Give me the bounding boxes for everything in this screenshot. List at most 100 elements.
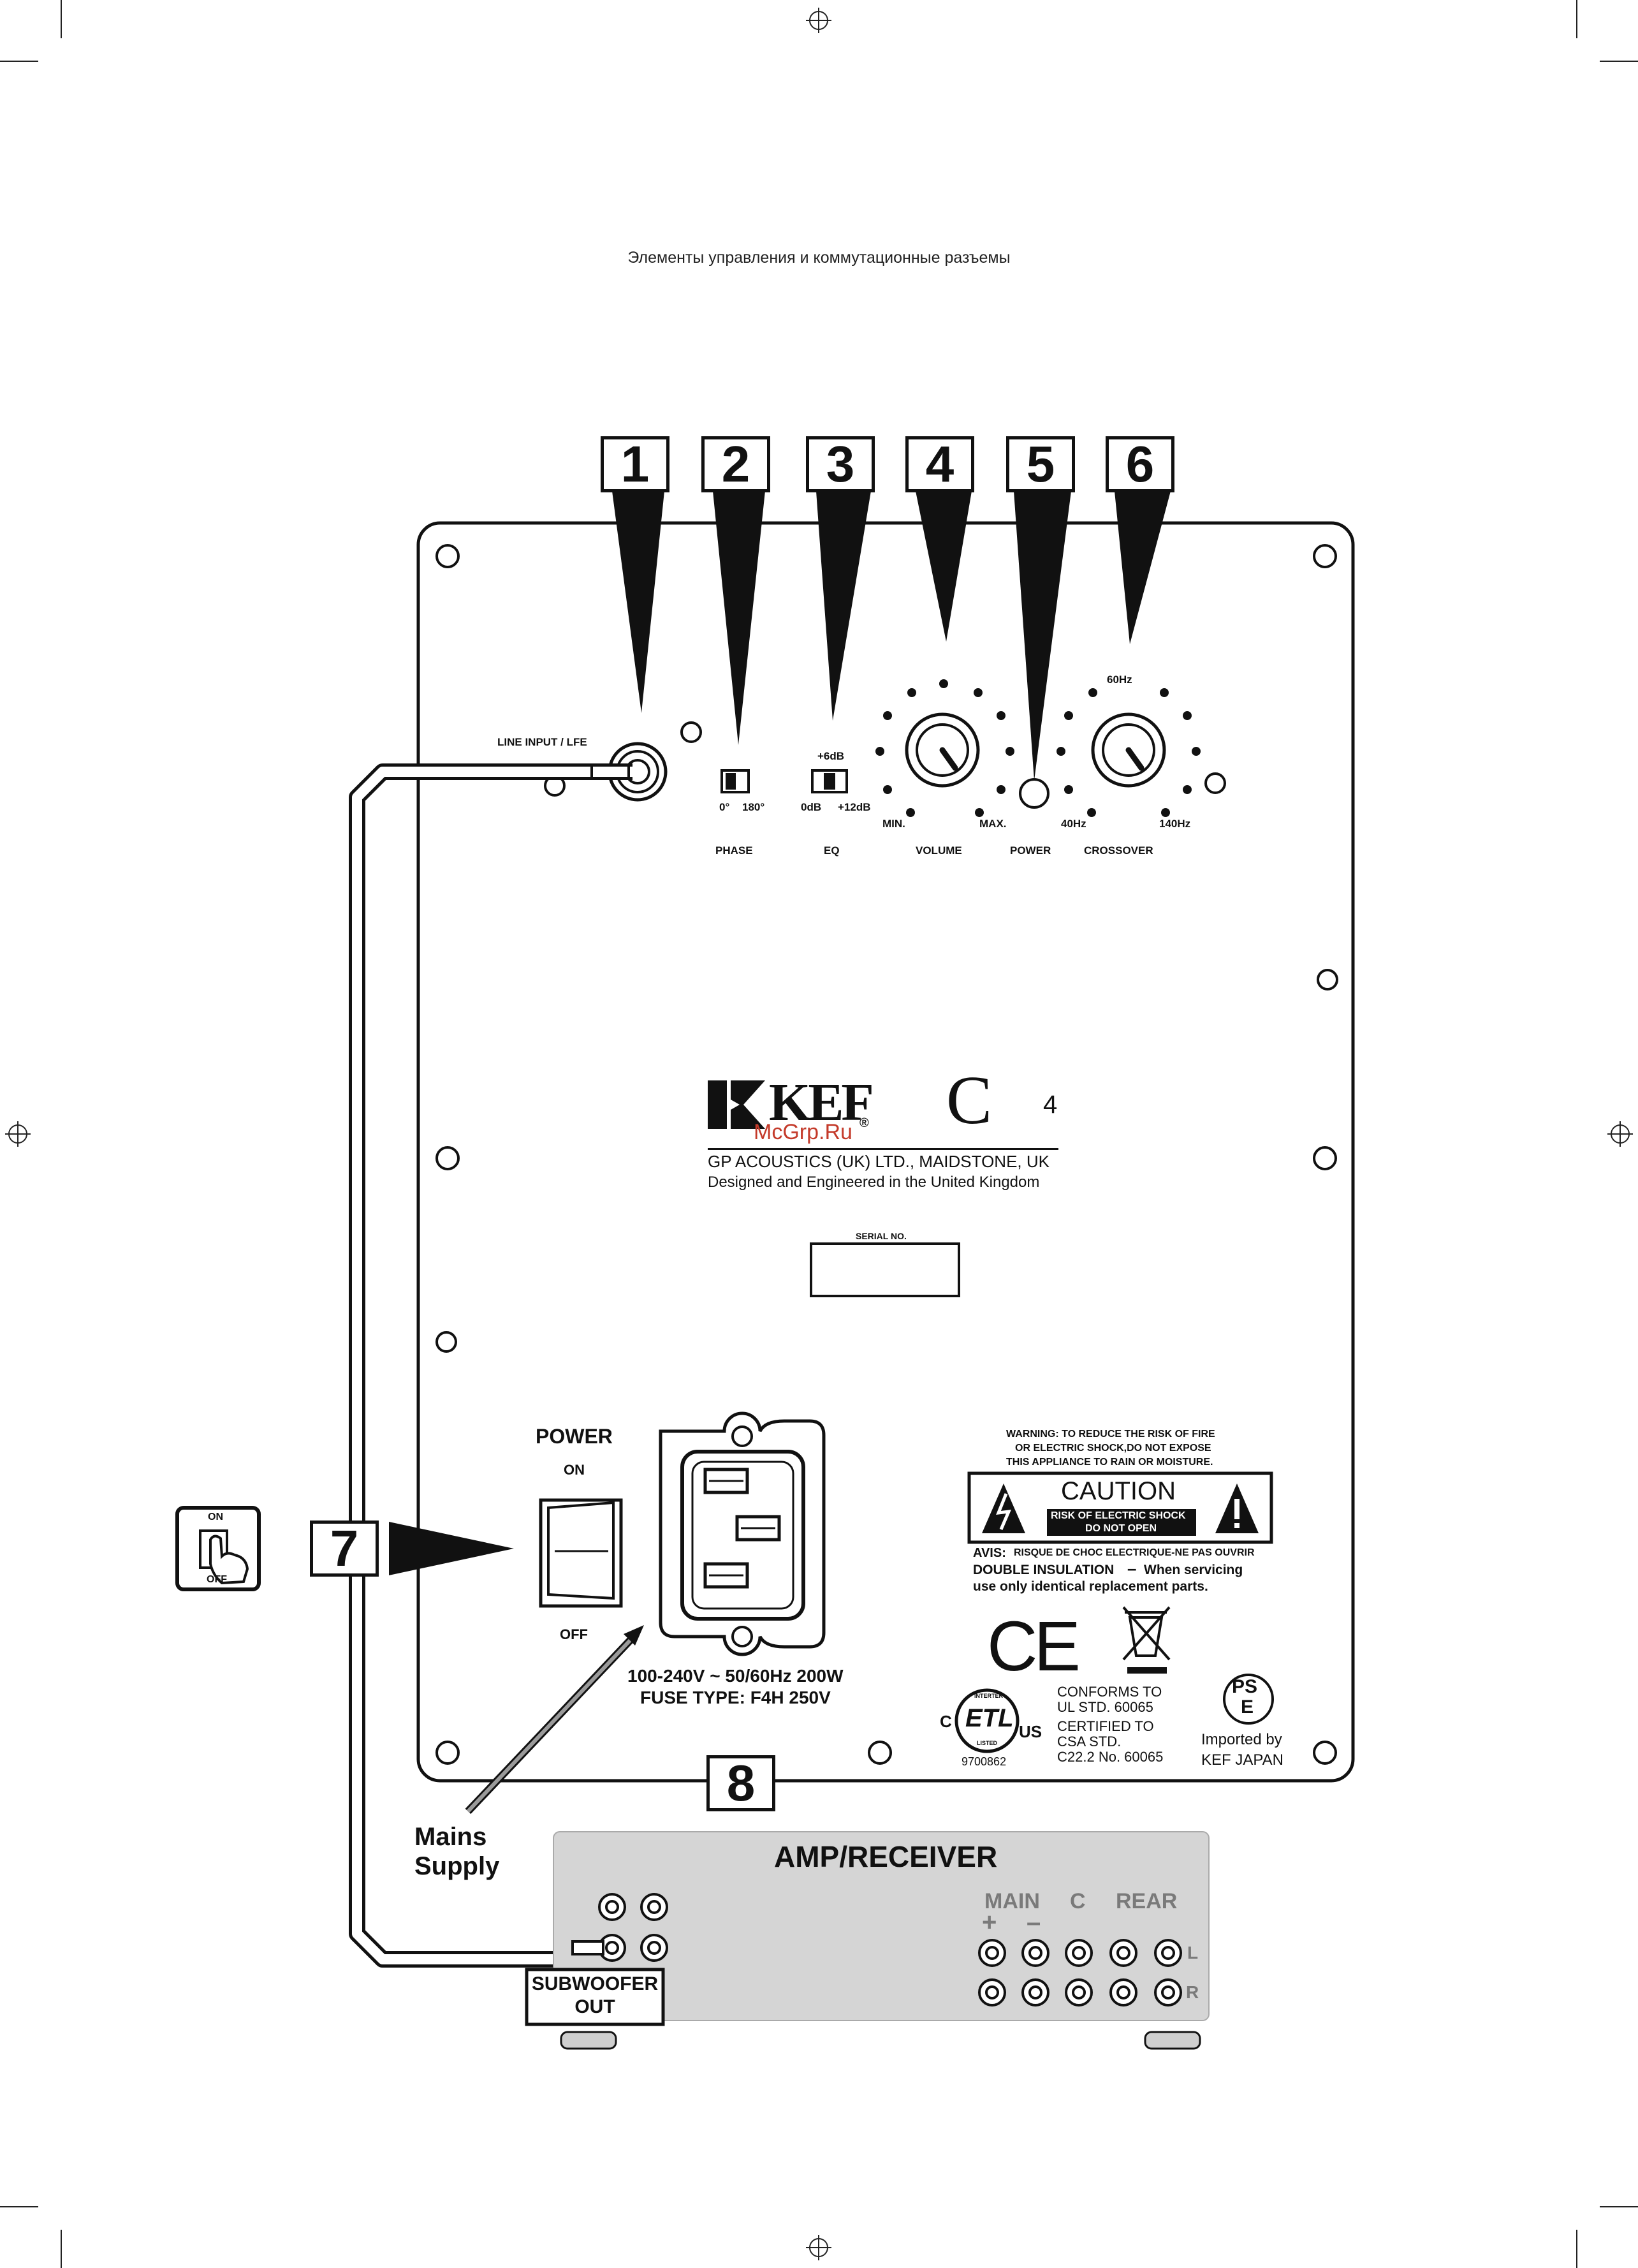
- avis-text: RISQUE DE CHOC ELECTRIQUE-NE PAS OUVRIR: [1014, 1547, 1255, 1558]
- watermark: McGrp.Ru: [754, 1120, 852, 1144]
- amp-jacks: [598, 1893, 1182, 2007]
- crossover-scale-dots: [1057, 688, 1201, 817]
- etl-c-label: C: [940, 1712, 952, 1731]
- kef-logo-text: KEF: [769, 1073, 874, 1132]
- amp-title: AMP/RECEIVER: [774, 1840, 998, 1873]
- replacement-text: use only identical replacement parts.: [973, 1579, 1208, 1594]
- warning-line-1: WARNING: TO REDUCE THE RISK OF FIRE: [1006, 1429, 1215, 1440]
- callout-1: 1: [601, 436, 669, 492]
- eq-switch: [811, 769, 848, 793]
- serial-number-box: [810, 1242, 960, 1297]
- callout-4: 4: [905, 436, 974, 492]
- volume-min-label: MIN.: [882, 818, 905, 830]
- callout-5: 5: [1006, 436, 1075, 492]
- mains-supply-line-2: Supply: [414, 1852, 500, 1880]
- caution-label: [967, 1471, 1273, 1544]
- switch-icon-off: OFF: [207, 1574, 227, 1585]
- phase-switch: [720, 769, 750, 793]
- etl-us-label: US: [1019, 1722, 1042, 1741]
- volume-scale-dots: [875, 679, 1014, 817]
- crossover-60hz-label: 60Hz: [1107, 674, 1132, 686]
- amp-receiver-box: [525, 1831, 1210, 2050]
- conformity-line-3: CERTIFIED TO: [1057, 1718, 1154, 1734]
- conformity-line-4: CSA STD.: [1057, 1734, 1122, 1749]
- callout-6: 6: [1106, 436, 1174, 492]
- on-off-switch-icon: [175, 1506, 261, 1591]
- crossover-label: CROSSOVER: [1084, 844, 1153, 857]
- volume-knob: [905, 712, 980, 788]
- crossover-40hz-label: 40Hz: [1061, 818, 1086, 830]
- kef-registered-mark: ®: [859, 1116, 869, 1130]
- power-on-label: ON: [564, 1462, 585, 1478]
- amp-group-center: C: [1070, 1889, 1086, 1913]
- callout-3: 3: [806, 436, 875, 492]
- caution-line-2: DO NOT OPEN: [1085, 1523, 1157, 1534]
- mains-supply-line-1: Mains: [414, 1823, 487, 1851]
- warning-line-3: THIS APPLIANCE TO RAIN OR MOISTURE.: [1006, 1457, 1213, 1468]
- warning-line-2: OR ELECTRIC SHOCK,DO NOT EXPOSE: [1015, 1443, 1211, 1454]
- company-name: GP ACOUSTICS (UK) LTD., MAIDSTONE, UK: [708, 1152, 1049, 1171]
- power-off-label: OFF: [560, 1626, 588, 1642]
- switch-icon-on: ON: [208, 1512, 223, 1522]
- conformity-line-2: UL STD. 60065: [1057, 1699, 1153, 1715]
- page-heading: Элементы управления и коммутационные раз…: [627, 249, 1011, 267]
- amp-channel-r: R: [1186, 1982, 1199, 2002]
- power-switch-title: POWER: [536, 1425, 613, 1448]
- amp-group-rear: REAR: [1116, 1889, 1178, 1913]
- servicing-text: When servicing: [1144, 1563, 1243, 1577]
- ce-mark: CE: [987, 1607, 1081, 1686]
- caution-line-1: RISK OF ELECTRIC SHOCK: [1051, 1510, 1186, 1521]
- eq-0db-label: 0dB: [801, 801, 822, 813]
- callout-2: 2: [701, 436, 770, 492]
- caution-title: CAUTION: [1061, 1477, 1176, 1505]
- double-insulation-dash: –: [1127, 1559, 1137, 1578]
- volume-max-label: MAX.: [979, 818, 1007, 830]
- power-rocker-switch: [539, 1498, 623, 1608]
- rear-panel: [416, 521, 1355, 1783]
- brand-rule: [708, 1148, 1058, 1150]
- crossover-knob: [1091, 712, 1166, 788]
- amp-plus: +: [982, 1908, 997, 1936]
- subwoofer-cable: [349, 763, 633, 1968]
- avis-label: AVIS:: [973, 1546, 1006, 1560]
- serial-label: SERIAL NO.: [856, 1231, 907, 1241]
- pse-mark-bottom: E: [1241, 1697, 1254, 1718]
- phase-180-label: 180°: [742, 801, 765, 813]
- callout-7: 7: [310, 1521, 379, 1577]
- amp-channel-l: L: [1187, 1943, 1199, 1962]
- importer-line-2: KEF JAPAN: [1201, 1751, 1283, 1769]
- weee-bin-symbol: [1122, 1606, 1171, 1674]
- sub-out-line-2: OUT: [574, 1996, 615, 2017]
- mains-supply-arrow: [465, 1625, 644, 1815]
- callout-8: 8: [706, 1755, 775, 1811]
- kef-logo-mark: [708, 1080, 765, 1129]
- power-led: [1019, 778, 1049, 809]
- phase-label: PHASE: [715, 844, 753, 857]
- mounting-holes: [435, 544, 1338, 1765]
- sub-out-line-1: SUBWOOFER: [531, 1973, 659, 1994]
- line-input-jack: [608, 742, 668, 802]
- brand-tagline: Designed and Engineered in the United Ki…: [708, 1174, 1040, 1191]
- conformity-line-5: C22.2 No. 60065: [1057, 1749, 1164, 1765]
- etl-listed-text: LISTED: [977, 1740, 998, 1746]
- eq-12db-label: +12dB: [838, 801, 871, 813]
- model-letter: C: [946, 1063, 993, 1138]
- line-input-label: LINE INPUT / LFE: [497, 736, 587, 748]
- pse-mark-circle: [1223, 1674, 1274, 1725]
- callout-pointers: [389, 491, 1171, 1575]
- phase-0-label: 0°: [719, 801, 730, 813]
- etl-logo: ETL: [965, 1704, 1014, 1732]
- iec-mains-socket: [659, 1411, 826, 1656]
- volume-label: VOLUME: [916, 844, 962, 857]
- power-led-label: POWER: [1010, 844, 1051, 857]
- pse-mark-top: PS: [1232, 1676, 1258, 1697]
- importer-line-1: Imported by: [1201, 1731, 1282, 1748]
- double-insulation: DOUBLE INSULATION: [973, 1563, 1115, 1577]
- etl-mark-circle: [954, 1688, 1020, 1753]
- crossover-140hz-label: 140Hz: [1159, 818, 1191, 830]
- model-number: 4: [1043, 1091, 1058, 1119]
- amp-group-main: MAIN: [984, 1889, 1040, 1913]
- mains-rating: 100-240V ~ 50/60Hz 200W: [627, 1666, 844, 1686]
- etl-top-text: INTERTEK: [974, 1693, 1003, 1699]
